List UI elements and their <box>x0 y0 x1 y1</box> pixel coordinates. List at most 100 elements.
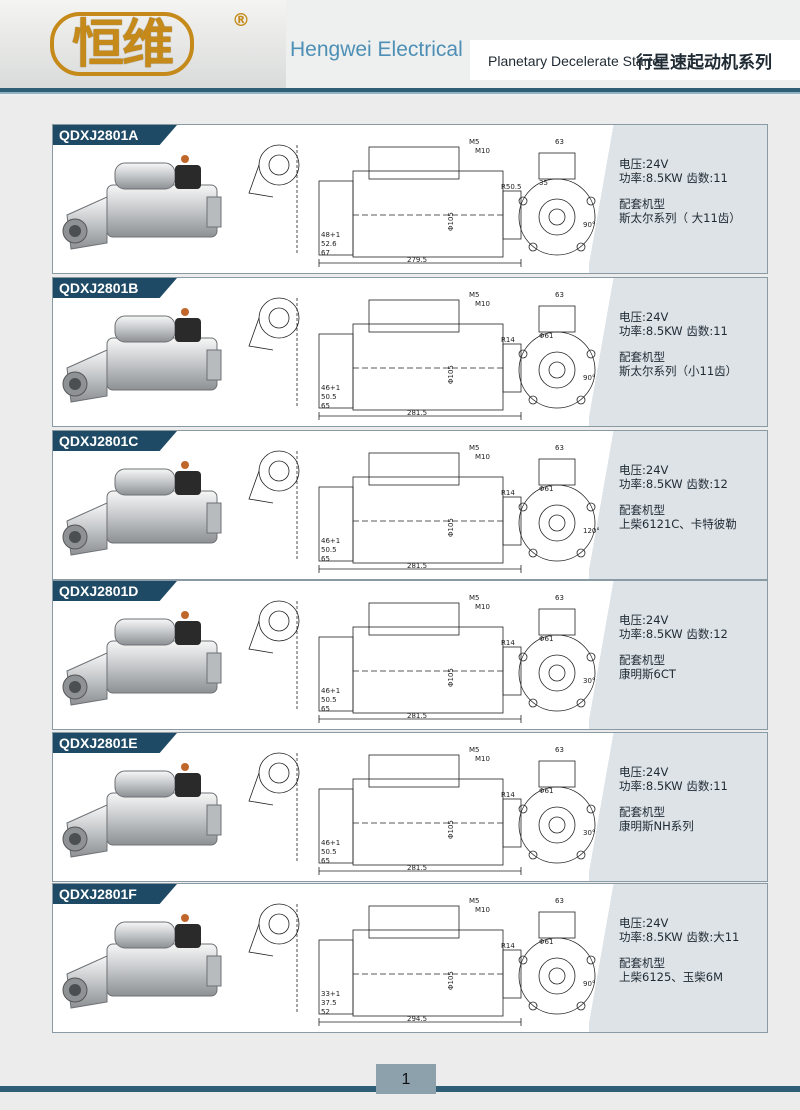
brand-name-english: Hengwei Electrical <box>290 38 463 61</box>
technical-drawing: M5 M10 63 281.5 46+1 50.5 65 R14 120° Φ6… <box>248 444 599 573</box>
spec-list: 电压:24V 功率:8.5KW 齿数:12 配套机型 上柴6121C、卡特彼勒 <box>619 463 767 531</box>
page-number: 1 <box>376 1064 436 1094</box>
spec-background <box>589 884 767 1032</box>
starter-motor-photo <box>62 611 222 706</box>
dim-b: 50.5 <box>321 848 337 856</box>
dim-a: 46+1 <box>321 537 340 545</box>
dim-diameter: Φ105 <box>447 365 455 384</box>
starter-motor-photo <box>62 308 222 403</box>
spec-list: 电压:24V 功率:8.5KW 齿数:大11 配套机型 上柴6125、玉柴6M <box>619 916 767 984</box>
brand-logo: 恒维 <box>50 12 195 76</box>
dim-diameter: Φ105 <box>447 971 455 990</box>
product-panel-qdxj2801c: QDXJ2801C <box>52 430 768 580</box>
spec-voltage: 电压:24V <box>619 613 669 627</box>
dim-m10: M10 <box>475 603 490 611</box>
spec-power-teeth: 功率:8.5KW 齿数:11 <box>619 779 728 793</box>
page-header: 恒维 ® Hengwei Electrical Planetary Decele… <box>0 0 800 96</box>
dim-m5: M5 <box>469 746 480 754</box>
dim-b: 50.5 <box>321 546 337 554</box>
dim-angle: 90° <box>583 221 595 229</box>
dim-width: 63 <box>555 594 564 602</box>
dim-radius: R14 <box>501 942 515 950</box>
dim-bore: 35 <box>539 179 548 187</box>
dim-length: 281.5 <box>407 562 427 570</box>
series-title-english: Planetary Decelerate Starter <box>488 53 665 69</box>
spec-list: 电压:24V 功率:8.5KW 齿数:11 配套机型 康明斯NH系列 <box>619 765 767 833</box>
dim-angle: 30° <box>583 829 595 837</box>
dim-b: 52.6 <box>321 240 337 248</box>
dim-a: 33+1 <box>321 990 340 998</box>
dim-c: 67 <box>321 249 330 257</box>
dim-width: 63 <box>555 138 564 146</box>
dim-a: 46+1 <box>321 384 340 392</box>
dim-radius: R50.5 <box>501 183 521 191</box>
dim-length: 281.5 <box>407 712 427 720</box>
dim-c: 65 <box>321 555 330 563</box>
starter-motor-photo <box>62 461 222 556</box>
spec-fit-label: 配套机型 <box>619 653 665 667</box>
dim-bore: Φ61 <box>539 332 553 340</box>
dim-m10: M10 <box>475 300 490 308</box>
technical-drawing: M5 M10 63 281.5 46+1 50.5 65 R14 30° Φ61… <box>248 594 595 723</box>
dim-radius: R14 <box>501 489 515 497</box>
spec-fit-label: 配套机型 <box>619 503 665 517</box>
dim-bore: Φ61 <box>539 787 553 795</box>
starter-motor-photo <box>62 155 222 250</box>
dim-angle: 90° <box>583 980 595 988</box>
dim-length: 281.5 <box>407 864 427 872</box>
dim-angle: 90° <box>583 374 595 382</box>
spec-power-teeth: 功率:8.5KW 齿数:12 <box>619 627 728 641</box>
dim-b: 50.5 <box>321 393 337 401</box>
dim-m10: M10 <box>475 453 490 461</box>
spec-power-teeth: 功率:8.5KW 齿数:11 <box>619 171 728 185</box>
spec-background <box>589 125 767 273</box>
spec-voltage: 电压:24V <box>619 310 669 324</box>
dim-m5: M5 <box>469 444 480 452</box>
dim-c: 65 <box>321 705 330 713</box>
dim-radius: R14 <box>501 639 515 647</box>
spec-background <box>589 733 767 881</box>
dim-b: 50.5 <box>321 696 337 704</box>
series-title-chinese: 行星速起动机系列 <box>636 53 772 73</box>
spec-list: 电压:24V 功率:8.5KW 齿数:12 配套机型 康明斯6CT <box>619 613 767 681</box>
starter-motor-photo <box>62 763 222 858</box>
dim-width: 63 <box>555 444 564 452</box>
model-label: QDXJ2801D <box>53 581 177 601</box>
product-panel-qdxj2801d: QDXJ2801D <box>52 580 768 730</box>
product-panel-qdxj2801f: QDXJ2801F <box>52 883 768 1033</box>
dim-diameter: Φ105 <box>447 820 455 839</box>
dim-radius: R14 <box>501 791 515 799</box>
dim-m10: M10 <box>475 906 490 914</box>
dim-m10: M10 <box>475 147 490 155</box>
product-panel-qdxj2801a: QDXJ2801A <box>52 124 768 274</box>
dim-m5: M5 <box>469 291 480 299</box>
technical-drawing: M5 M10 63 281.5 46+1 50.5 65 R14 30° Φ61… <box>248 746 595 875</box>
dim-length: 279.5 <box>407 256 427 264</box>
logo-area: 恒维 ® <box>0 0 286 88</box>
dim-bore: Φ61 <box>539 635 553 643</box>
spec-fit-engines: 斯太尔系列（小11齿） <box>619 364 738 378</box>
spec-fit-label: 配套机型 <box>619 956 665 970</box>
dim-a: 46+1 <box>321 839 340 847</box>
registered-mark: ® <box>232 10 250 31</box>
technical-drawing: M5 M10 63 281.5 46+1 50.5 65 R14 90° Φ61… <box>248 291 595 420</box>
model-label: QDXJ2801E <box>53 733 177 753</box>
dim-angle: 120° <box>583 527 599 535</box>
dim-a: 48+1 <box>321 231 340 239</box>
dim-m5: M5 <box>469 138 480 146</box>
dim-bore: Φ61 <box>539 485 553 493</box>
dim-c: 52 <box>321 1008 330 1016</box>
dim-c: 65 <box>321 402 330 410</box>
spec-fit-engines: 康明斯6CT <box>619 667 676 681</box>
spec-fit-engines: 上柴6125、玉柴6M <box>619 970 724 984</box>
dim-radius: R14 <box>501 336 515 344</box>
dim-diameter: Φ105 <box>447 668 455 687</box>
product-panel-qdxj2801e: QDXJ2801E <box>52 732 768 882</box>
model-label: QDXJ2801F <box>53 884 177 904</box>
dim-angle: 30° <box>583 677 595 685</box>
spec-fit-label: 配套机型 <box>619 350 665 364</box>
dim-width: 63 <box>555 746 564 754</box>
dim-diameter: Φ105 <box>447 518 455 537</box>
spec-power-teeth: 功率:8.5KW 齿数:大11 <box>619 930 740 944</box>
spec-background <box>589 431 767 579</box>
